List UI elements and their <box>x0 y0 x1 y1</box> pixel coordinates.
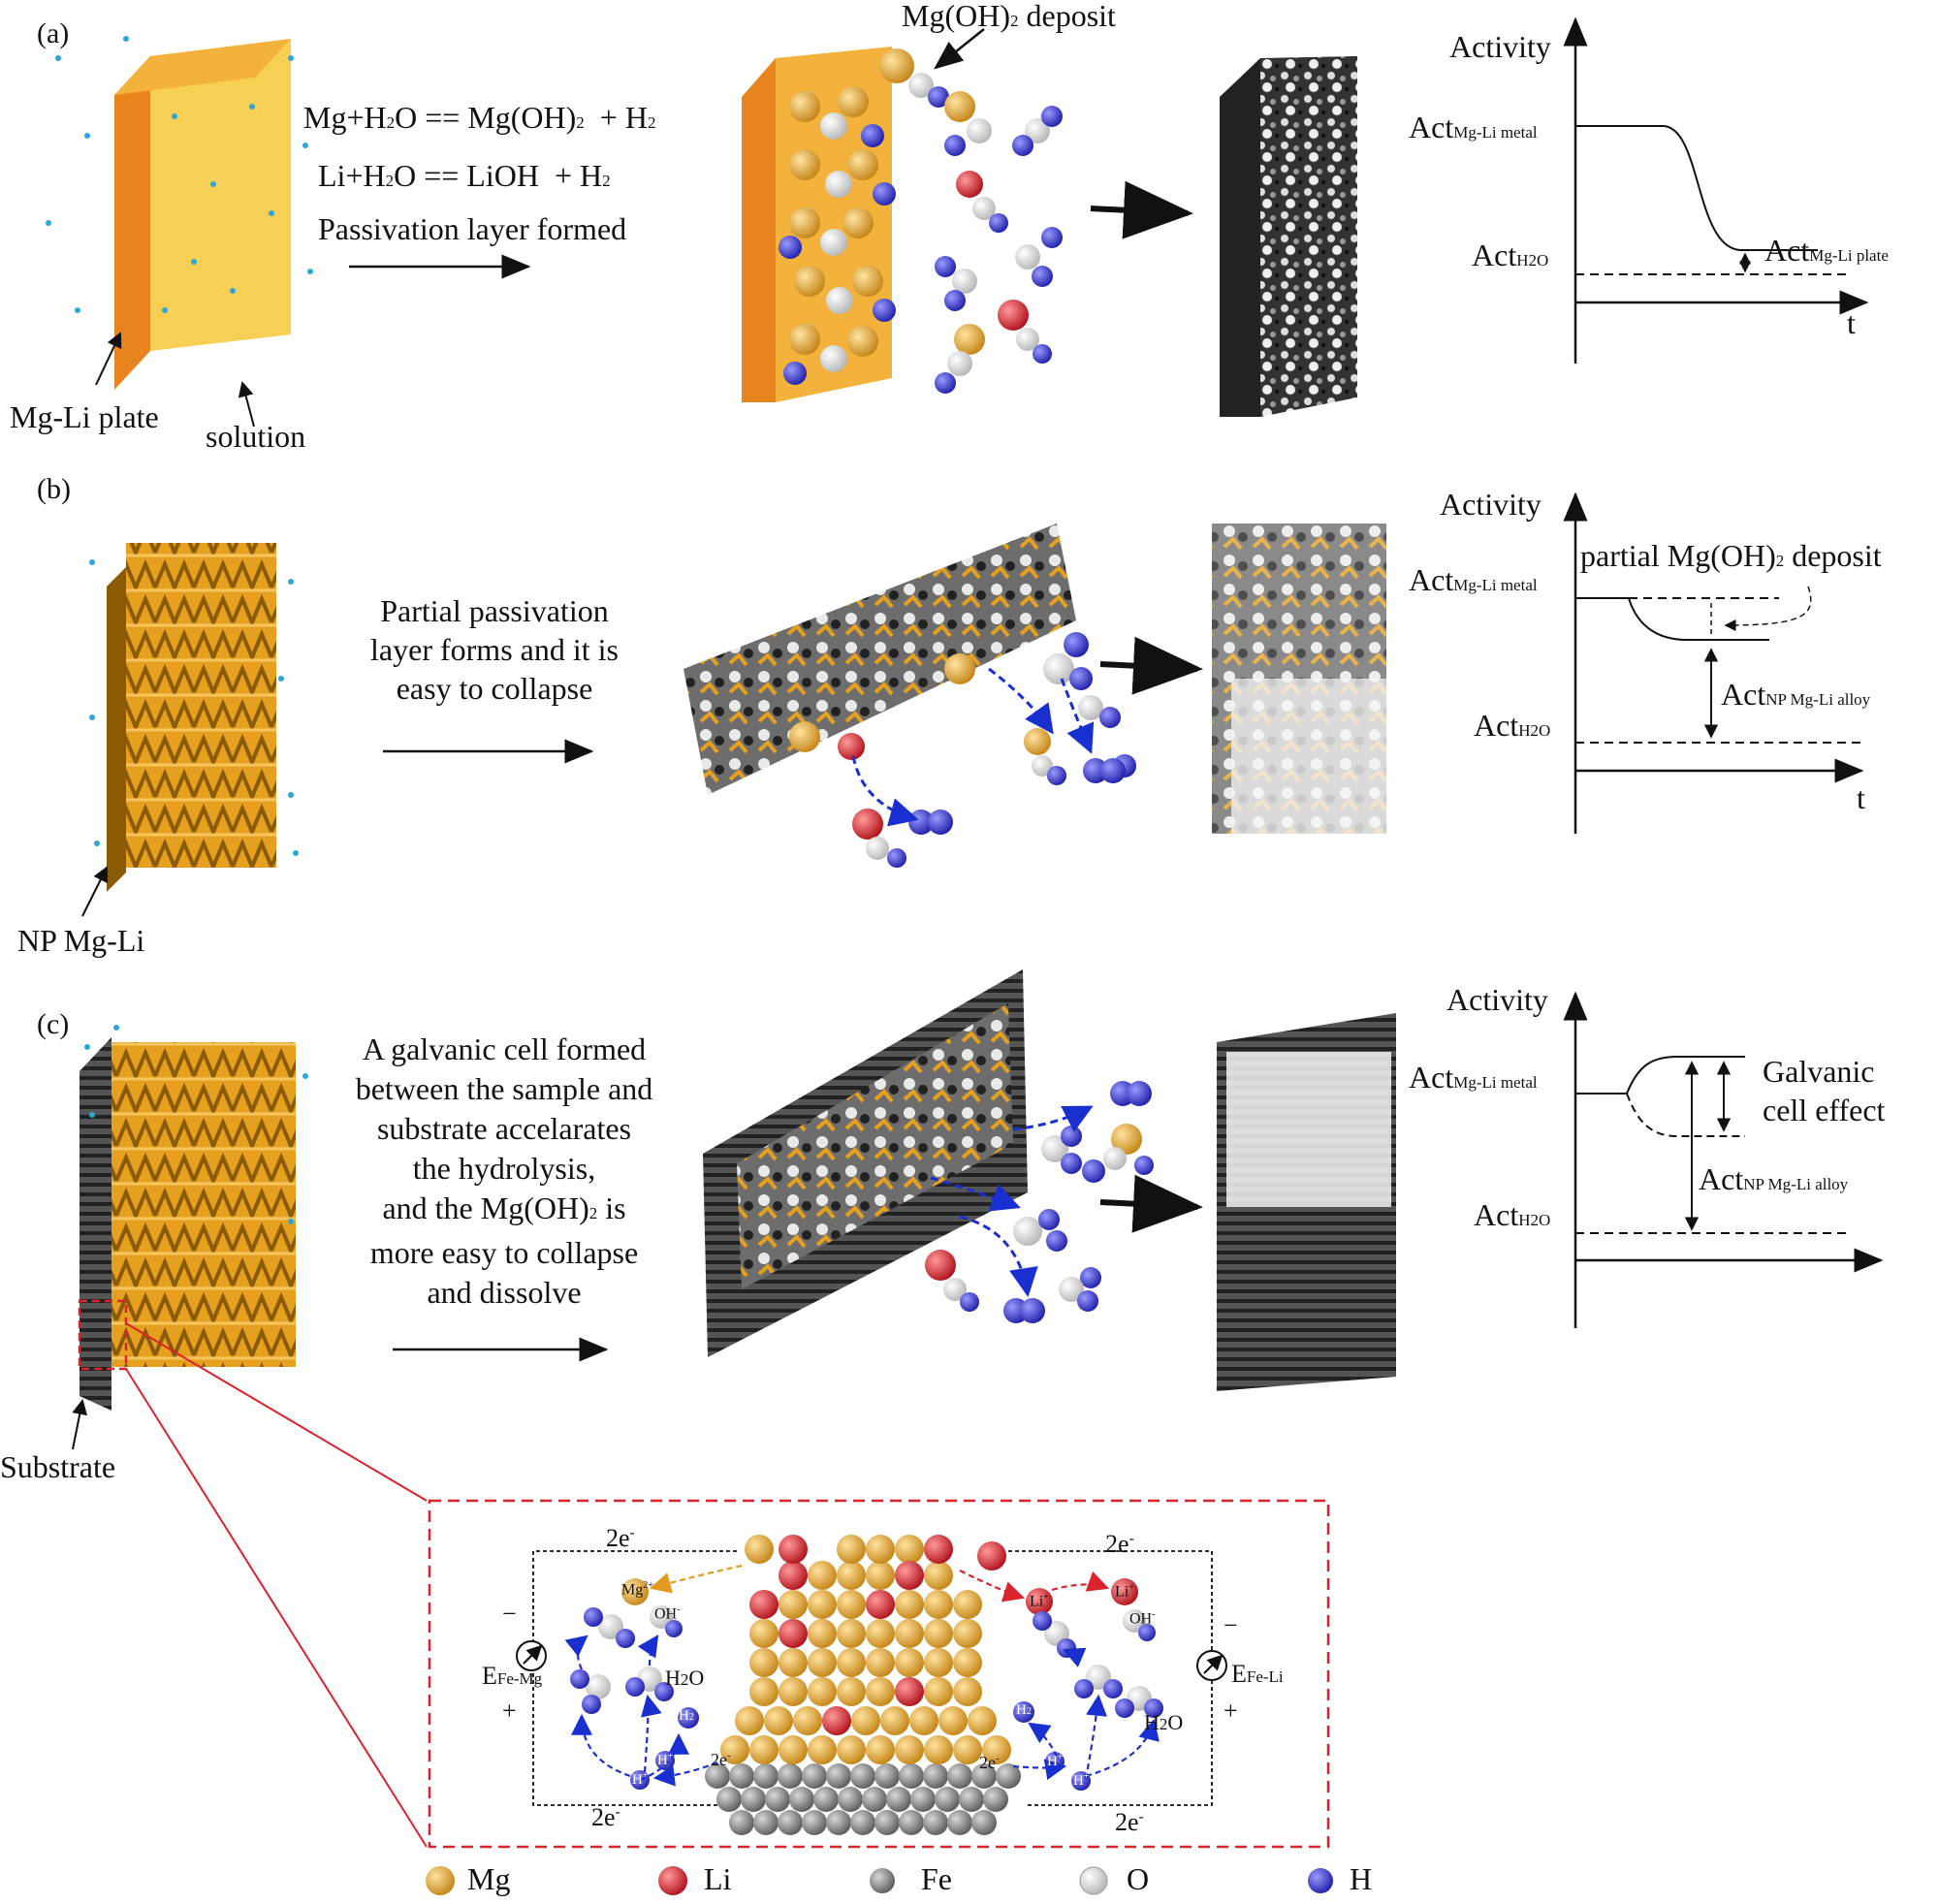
inset-hplus-left-2: H+ <box>632 1770 649 1788</box>
graph-b-xlabel: t <box>1857 780 1865 815</box>
inset-h2o-left: H2O <box>665 1666 705 1690</box>
graph-b-act-h2o: ActH2O <box>1474 708 1551 743</box>
legend-o-label: O <box>1127 1861 1150 1896</box>
equation-li: Li+H2O == LiOH + H2 <box>318 158 611 193</box>
inset-minus-left: − <box>502 1600 517 1628</box>
inset-oh-right: OH- <box>1129 1609 1156 1628</box>
np-mg-li-label: NP Mg-Li <box>17 923 145 958</box>
mg-li-plate-label: Mg-Li plate <box>10 399 159 434</box>
panel-a-label: (a) <box>37 17 70 49</box>
inset-hplus-left-1: H+ <box>657 1751 674 1768</box>
graph-a-act-plate: ActMg-Li plate <box>1764 233 1889 268</box>
passivation-text: Passivation layer formed <box>318 211 627 246</box>
graph-c-act-h2o: ActH2O <box>1474 1197 1551 1232</box>
collapsed-structure-b <box>1212 524 1386 834</box>
graph-c-ylabel: Activity <box>1446 982 1548 1017</box>
porous-structure-b <box>683 524 1076 795</box>
zoom-box <box>78 1299 128 1371</box>
legend-li-label: Li <box>704 1861 732 1896</box>
panel-b-label: (b) <box>37 473 71 505</box>
graph-c-galvanic: Galvanic cell effect <box>1763 1054 1886 1127</box>
graph-a-act-metal: ActMg-Li metal <box>1409 110 1538 144</box>
inset-frame <box>428 1499 1330 1849</box>
deposit-particles-a <box>779 48 1063 394</box>
inset-2e-crystal-left: 2e- <box>711 1750 731 1769</box>
solution-pointer <box>238 381 255 428</box>
arrow-c2 <box>1099 1174 1203 1233</box>
legend-h-label: H <box>1350 1861 1373 1896</box>
inset-2e-top-right: 2e- <box>1105 1530 1134 1558</box>
legend-spheres <box>426 1866 1333 1895</box>
inset-e-fe-mg: EFe-Mg <box>482 1662 543 1690</box>
inset-crystal <box>705 1535 1021 1835</box>
inset-ions <box>570 1578 1163 1791</box>
graph-a <box>1563 16 1869 364</box>
inset-2e-bottom-left: 2e- <box>591 1803 620 1831</box>
corroded-plate-a <box>1220 56 1357 417</box>
galvanic-structure-c <box>703 969 1028 1357</box>
voltmeter-fe-mg <box>516 1640 547 1671</box>
arrow-b2 <box>1099 636 1203 695</box>
legend-mg-label: Mg <box>467 1861 511 1896</box>
inset-2e-crystal-right: 2e- <box>979 1753 1000 1772</box>
inset-h2-right: H2 <box>1016 1702 1032 1718</box>
graph-c-act-metal: ActMg-Li metal <box>1409 1060 1538 1095</box>
inset-flow-arrows <box>564 1564 1160 1787</box>
graph-c <box>1563 991 1884 1328</box>
inset-plus-right: + <box>1224 1697 1238 1725</box>
inset-minus-right: − <box>1224 1611 1238 1639</box>
np-pointer <box>81 866 108 917</box>
inset-hplus-right-1: H+ <box>1047 1752 1064 1769</box>
substrate-label: Substrate <box>0 1449 116 1484</box>
voltmeter-fe-li <box>1196 1650 1227 1681</box>
graph-b-act-alloy: ActNP Mg-Li alloy <box>1721 677 1871 712</box>
inset-h2-left: H2 <box>679 1708 694 1724</box>
graph-b-ylabel: Activity <box>1440 487 1542 522</box>
collapsed-substrate-c <box>1217 1013 1396 1391</box>
solution-droplets-b <box>89 559 299 856</box>
graph-b-act-metal: ActMg-Li metal <box>1409 562 1538 597</box>
equation-mg: Mg+H2O == Mg(OH)2 + H2 <box>303 100 656 135</box>
released-molecules-c <box>925 1081 1154 1323</box>
panel-c-label: (c) <box>37 1008 70 1040</box>
substrate-pointer <box>72 1399 88 1450</box>
plate-pointer <box>95 332 122 386</box>
zoom-line-top <box>125 1322 428 1502</box>
inset-oh-left: OH- <box>654 1604 681 1623</box>
solution-label: solution <box>206 419 306 454</box>
inset-mg-ion: Mg2+ <box>621 1580 653 1599</box>
inset-2e-bottom-right: 2e- <box>1115 1808 1144 1836</box>
inset-h2o-right: H2O <box>1144 1710 1184 1734</box>
graph-a-xlabel: t <box>1847 305 1856 340</box>
caption-c: A galvanic cell formed between the sampl… <box>355 1031 653 1310</box>
np-mgli-block-b <box>107 543 276 892</box>
inset-plus-left: + <box>502 1697 517 1725</box>
graph-b <box>1563 492 1864 834</box>
arrow-a2 <box>1090 180 1193 239</box>
inset-circuit <box>532 1550 1213 1806</box>
inset-li-ion-1: Li+ <box>1030 1592 1049 1610</box>
zoom-line-bottom <box>125 1368 428 1848</box>
released-molecules-b <box>851 632 1136 868</box>
deposit-label: Mg(OH)2 deposit <box>902 0 1116 33</box>
inset-2e-top-left: 2e- <box>606 1524 635 1552</box>
np-on-substrate-c <box>79 1037 296 1411</box>
graph-a-ylabel: Activity <box>1449 29 1551 64</box>
deposit-pointer <box>934 28 985 70</box>
graph-c-act-alloy: ActNP Mg-Li alloy <box>1699 1161 1849 1196</box>
legend-fe-label: Fe <box>921 1861 952 1896</box>
solution-droplets-c <box>84 1025 308 1224</box>
panel-a-plate <box>114 39 291 390</box>
inset-e-fe-li: EFe-Li <box>1231 1660 1284 1688</box>
graph-a-act-h2o: ActH2O <box>1472 238 1549 272</box>
caption-b: Partial passivation layer forms and it i… <box>370 593 619 706</box>
inset-li-ion-2: Li+ <box>1115 1582 1134 1601</box>
inset-hplus-right-2: H+ <box>1073 1771 1090 1789</box>
graph-b-deposit-note: partial Mg(OH)2 deposit <box>1580 538 1882 573</box>
solution-droplets-a <box>46 36 313 313</box>
